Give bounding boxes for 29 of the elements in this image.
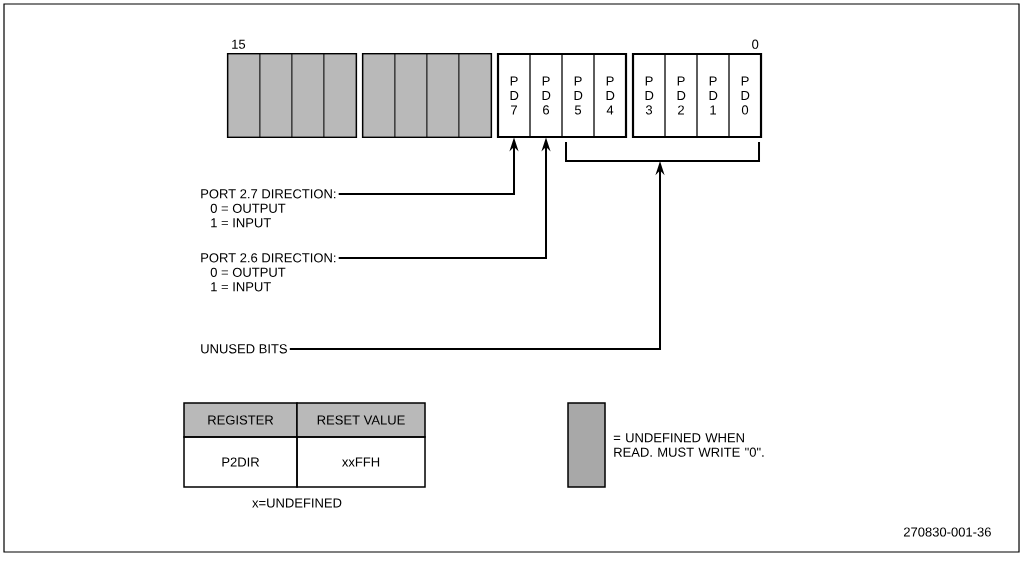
table-header-cell: RESET VALUE	[296, 402, 426, 438]
bit-number: 0	[752, 39, 759, 49]
shaded-bit-cell	[394, 53, 428, 138]
annotation-text: UNUSED BITS	[201, 344, 287, 354]
bit-cell: P D 3	[632, 53, 666, 138]
bit-cell: P D 7	[497, 53, 531, 138]
table-cell: P2DIR	[183, 436, 298, 488]
shaded-bit-cell	[458, 53, 492, 138]
bit-cell: P D 1	[696, 53, 730, 138]
bit-cell: P D 6	[529, 53, 563, 138]
table-cell: xxFFH	[296, 436, 426, 488]
annotation-text: PORT 2.7 DIRECTION: 0 = OUTPUT 1 = INPUT	[201, 189, 336, 228]
shaded-bit-cell	[259, 53, 293, 138]
bracket	[565, 141, 760, 162]
shaded-bit-cell	[426, 53, 460, 138]
shaded-bit-cell	[227, 53, 261, 138]
shaded-bit-cell	[291, 53, 325, 138]
table-header-cell: REGISTER	[183, 402, 298, 438]
table-note: x=UNDEFINED	[252, 498, 342, 508]
bit-number: 15	[232, 39, 246, 49]
bit-cell: P D 0	[728, 53, 762, 138]
bit-cell: P D 2	[664, 53, 698, 138]
shaded-bit-cell	[323, 53, 357, 138]
legend-text: = UNDEFINED WHEN READ. MUST WRITE "0".	[613, 433, 764, 457]
annotation-text: PORT 2.6 DIRECTION: 0 = OUTPUT 1 = INPUT	[201, 253, 336, 292]
bit-cell: P D 4	[593, 53, 627, 138]
figure-number: 270830-001-36	[903, 527, 991, 537]
shaded-bit-cell	[362, 53, 396, 138]
bit-cell: P D 5	[561, 53, 595, 138]
